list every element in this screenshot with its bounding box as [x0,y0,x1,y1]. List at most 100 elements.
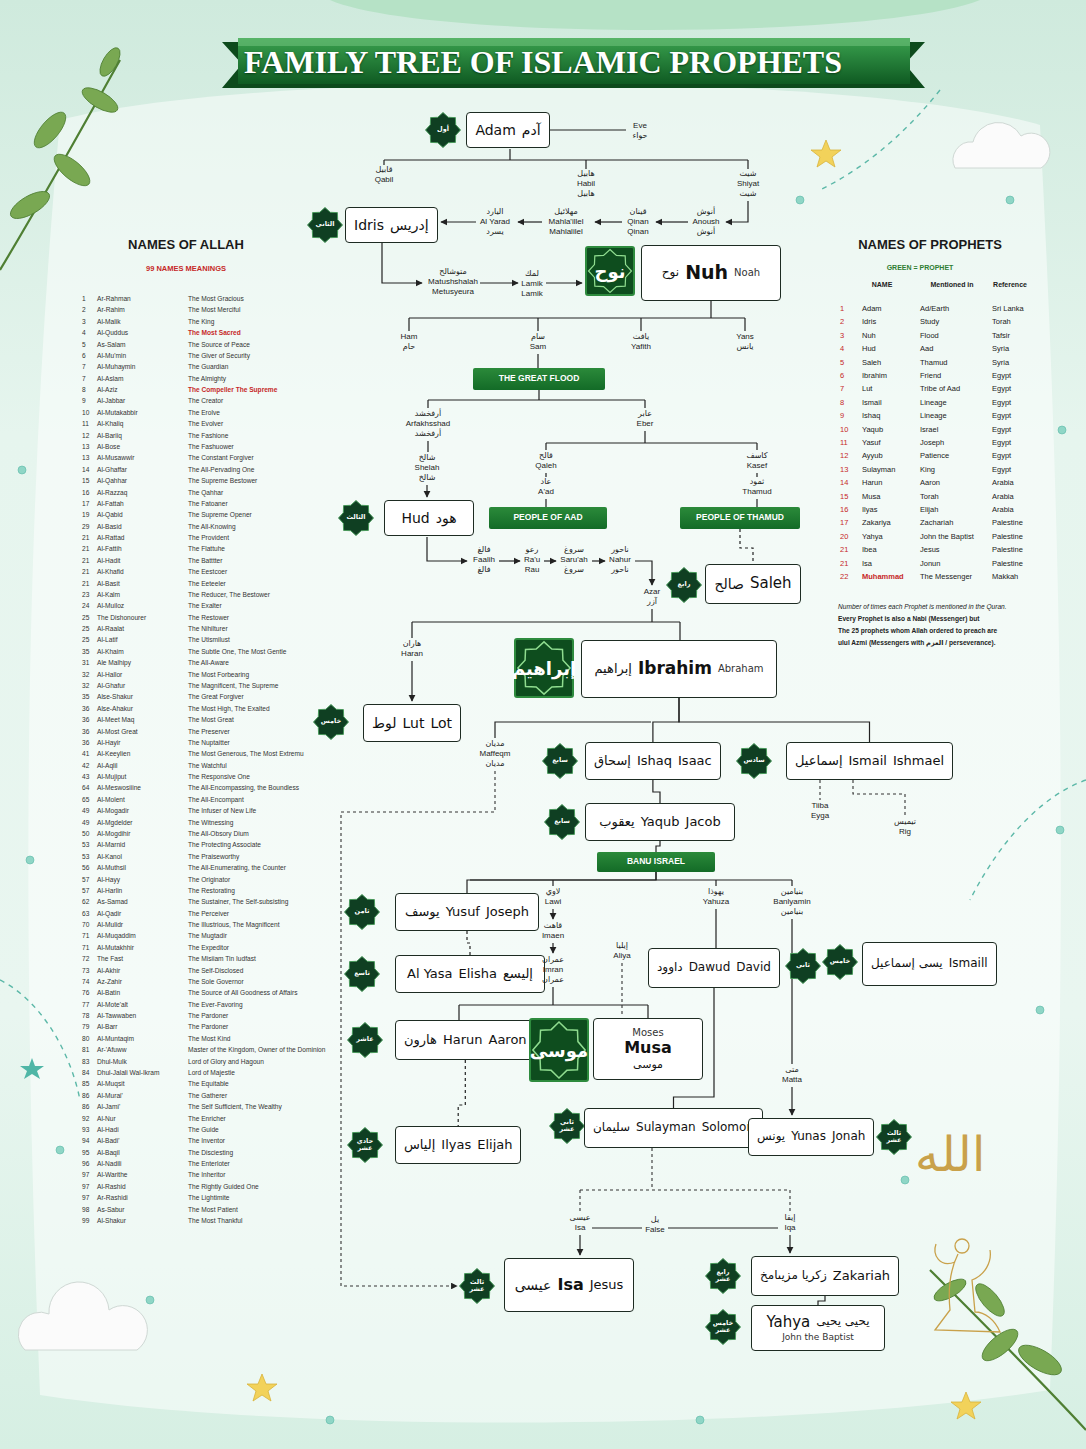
prophet-emblem: إبراهيم [514,638,574,698]
text-row: Moses [632,1027,663,1039]
allah-name: Al-Muntaqim [97,1036,134,1043]
badge-text: رابع [671,581,697,588]
table-cell: Egypt [992,372,1011,380]
table-number: 17 [840,519,848,527]
name-meaning: Master of the Kingdom, Owner of the Domi… [188,1047,325,1054]
name-meaning: The Praiseworthy [188,854,239,861]
name-meaning: The Witnessing [188,820,233,827]
table-cell: Torah [920,493,939,501]
name-meaning: The Protecting Associate [188,842,261,849]
star-badge: ثاني [785,948,821,984]
ancestor-name: A'ad [538,488,554,496]
allah-name: Al-Mulidr [97,922,123,929]
prophet-box: عيسىIsaJesus [504,1258,634,1312]
allah-name: Dhul-Jalali Wal-Ikram [97,1070,159,1077]
decoration [552,909,553,919]
badge-text: أول [430,126,456,133]
ancestor-name: Matushshalah [428,278,478,286]
list-number: 15 [82,478,89,485]
badge-text: ثاني [790,962,816,969]
allah-name: Al-Marnid [97,842,125,849]
decoration [382,242,422,283]
badge-text: تاسع [349,970,375,977]
prophet-box: إسماعيلIsmailIshmael [786,742,953,780]
allah-name: Al-Molent [97,797,125,804]
ancestor-name: Isa [575,1224,586,1232]
group-band: PEOPLE OF THAMUD [680,507,800,529]
name-meaning: The Source of Peace [188,342,250,349]
list-number: 7 [82,376,86,383]
badge-text: سادس [741,757,767,764]
table-cell: Makkah [992,573,1018,581]
node-text: إلياس [404,1138,435,1153]
name-meaning: The Gatherer [188,1093,227,1100]
ancestor-name: Yafith [631,343,651,351]
list-number: 7 [82,364,86,371]
table-cell: Egypt [992,412,1011,420]
name-meaning: The All-Enumerating, the Counter [188,865,286,872]
tree-connector [656,841,660,852]
ancestor-name: False [645,1226,665,1234]
list-number: 98 [82,1207,89,1214]
allah-name: Al-Raalat [97,626,124,633]
dot [1006,196,1014,204]
table-number: 15 [840,493,848,501]
node-text: آدم [522,122,541,138]
node-text: إسحاق [594,754,631,769]
name-meaning: The All-Encompassing, the Boundless [188,785,299,792]
prophet-box: إبراهيمIbrahimAbraham [581,640,777,698]
list-number: 23 [82,592,89,599]
tree-connector [467,931,470,955]
prophet-box: يوسفYusufJoseph [395,893,539,931]
star-badge: خامس [313,704,349,740]
ancestor-name: Lawi [545,898,561,906]
node-text: Jonah [832,1130,865,1144]
decoration [935,1239,1000,1332]
prophet-emblem: نوح [585,246,635,296]
badge-text: عاشر [352,1036,378,1043]
tree-connector [458,1060,465,1126]
tree-connector [653,780,660,803]
name-meaning: The Most Thankful [188,1218,243,1225]
star-badge: أول [425,112,461,148]
prophet-box: لوطLutLot [363,704,461,742]
star-badge: سادس [736,743,772,779]
allah-name: Al-Hayir [97,740,120,747]
node-text: Isaac [678,754,712,769]
node-text: Ilyas [441,1138,471,1153]
ancestor-name: Qinan [627,228,648,236]
node-text: Solomon [702,1121,754,1135]
decoration [595,221,622,222]
star-badge: خامس [822,944,858,980]
star-badge: ثاني عشر [549,1108,585,1144]
ancestor-name: لاوي [546,888,561,896]
name-meaning: The Most Patient [188,1207,238,1214]
table-cell: Hud [862,345,876,353]
name-meaning: The Supreme Opener [188,512,252,519]
ancestor-name: عاد [541,478,552,486]
table-cell: Egypt [992,426,1011,434]
ancestor-name: قينان [630,208,647,216]
allah-name: Dhul-Mulk [97,1059,127,1066]
allah-name: Al-Meet Maq [97,717,134,724]
list-number: 57 [82,877,89,884]
allah-name: Al-Mu'min [97,353,126,360]
decoration [499,560,520,561]
list-number: 65 [82,797,89,804]
list-number: 25 [82,637,89,644]
name-meaning: The Almighty [188,376,226,383]
ancestor-name: أرفخشد [415,410,441,418]
name-meaning: The Batttter [188,558,222,565]
decoration [49,149,94,191]
name-meaning: The Fashione [188,433,228,440]
allah-name: Al-Musawwir [97,455,134,462]
dot [146,1296,154,1304]
star-badge: ثالث عشر [459,1268,495,1304]
ancestor-name: أنوش [697,228,715,236]
list-number: 41 [82,751,89,758]
ancestor-name: عمران [542,976,564,984]
prophet-box: زكريا مزيىامخZakariah [751,1256,899,1296]
prophet-box: صالحSaleh [705,564,801,604]
allah-name: Al-Aziz [97,387,118,394]
node-text: موسى [633,1059,663,1072]
